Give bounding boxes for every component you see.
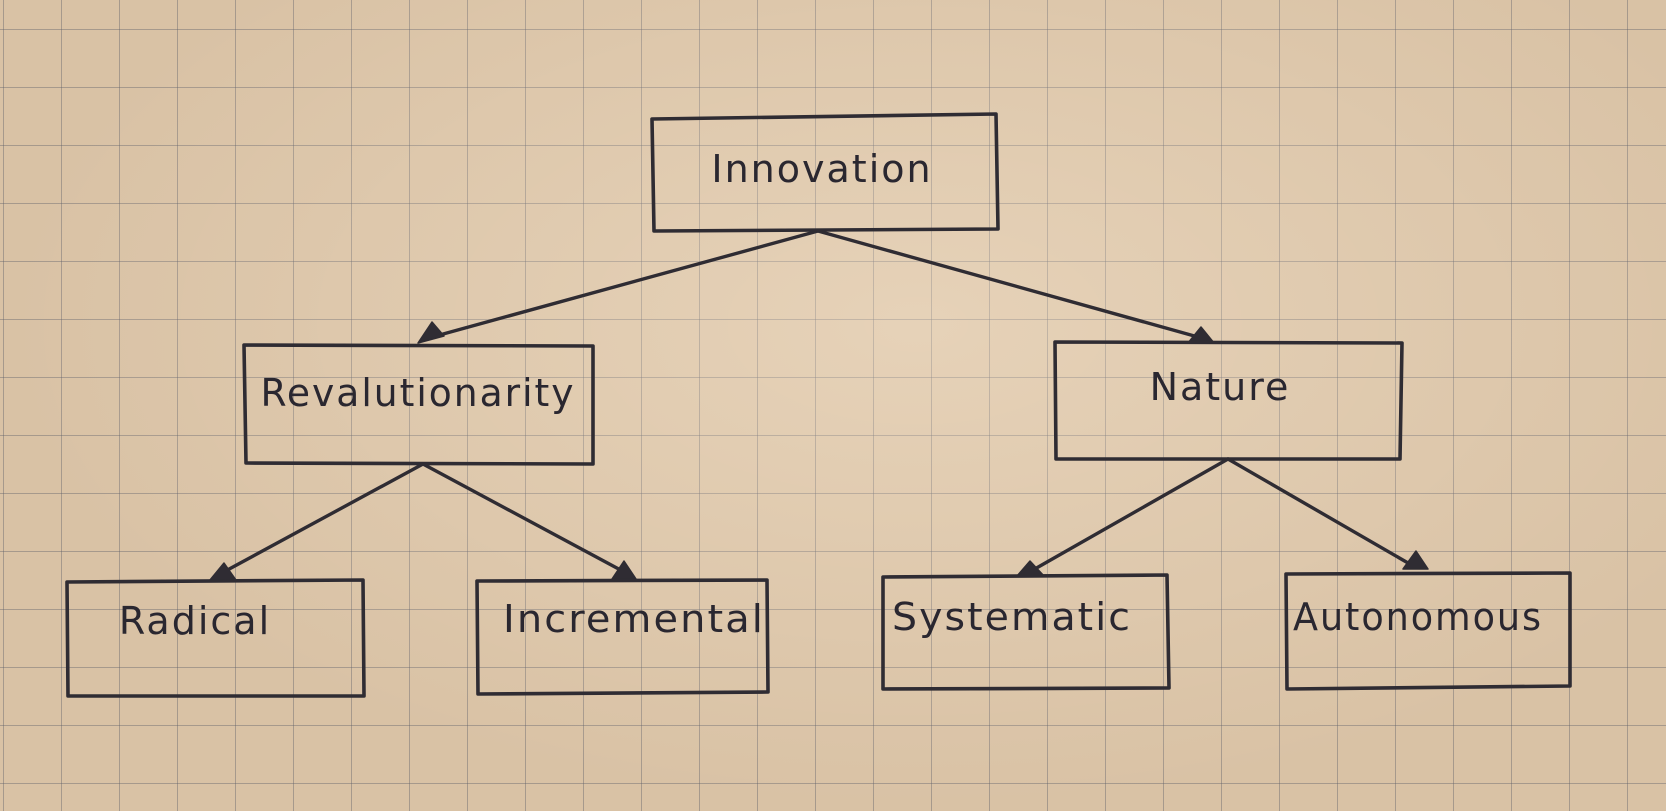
arrowhead-autonomous <box>1402 550 1429 570</box>
node-autonomous-label: Autonomous <box>1293 595 1543 639</box>
node-systematic-label: Systematic <box>892 595 1132 639</box>
node-innovation-label: Innovation <box>711 147 932 191</box>
arrowhead-systematic <box>1016 560 1045 577</box>
diagram-arrowheads <box>209 321 1429 581</box>
edge-nature-systematic <box>1031 457 1230 572</box>
node-systematic: Systematic <box>881 573 1171 691</box>
node-nature: Nature <box>1053 340 1404 461</box>
node-autonomous: Autonomous <box>1284 571 1572 691</box>
diagram-edges <box>218 229 1417 576</box>
node-revolutionarity-box <box>242 343 595 466</box>
edge-revolutionarity-incremental <box>421 462 630 576</box>
arrowhead-incremental <box>611 560 637 580</box>
node-incremental-label: Incremental <box>503 597 765 641</box>
edge-innovation-nature <box>816 229 1200 339</box>
node-incremental: Incremental <box>475 578 770 696</box>
node-revolutionarity: Revalutionarity <box>242 343 595 466</box>
node-systematic-box <box>881 573 1171 691</box>
node-innovation-box <box>650 112 1000 233</box>
node-autonomous-box <box>1284 571 1572 691</box>
node-radical-label: Radical <box>119 599 271 643</box>
arrowhead-revolutionarity <box>417 321 445 344</box>
node-incremental-box <box>475 578 770 696</box>
node-innovation: Innovation <box>650 112 1000 233</box>
edge-revolutionarity-radical <box>218 462 425 576</box>
node-radical: Radical <box>65 578 366 698</box>
node-nature-label: Nature <box>1150 365 1291 409</box>
node-radical-box <box>65 578 366 698</box>
node-nature-box <box>1053 340 1404 461</box>
node-revolutionarity-label: Revalutionarity <box>261 371 576 415</box>
edge-innovation-revolutionarity <box>423 229 820 341</box>
edge-nature-autonomous <box>1226 457 1417 569</box>
